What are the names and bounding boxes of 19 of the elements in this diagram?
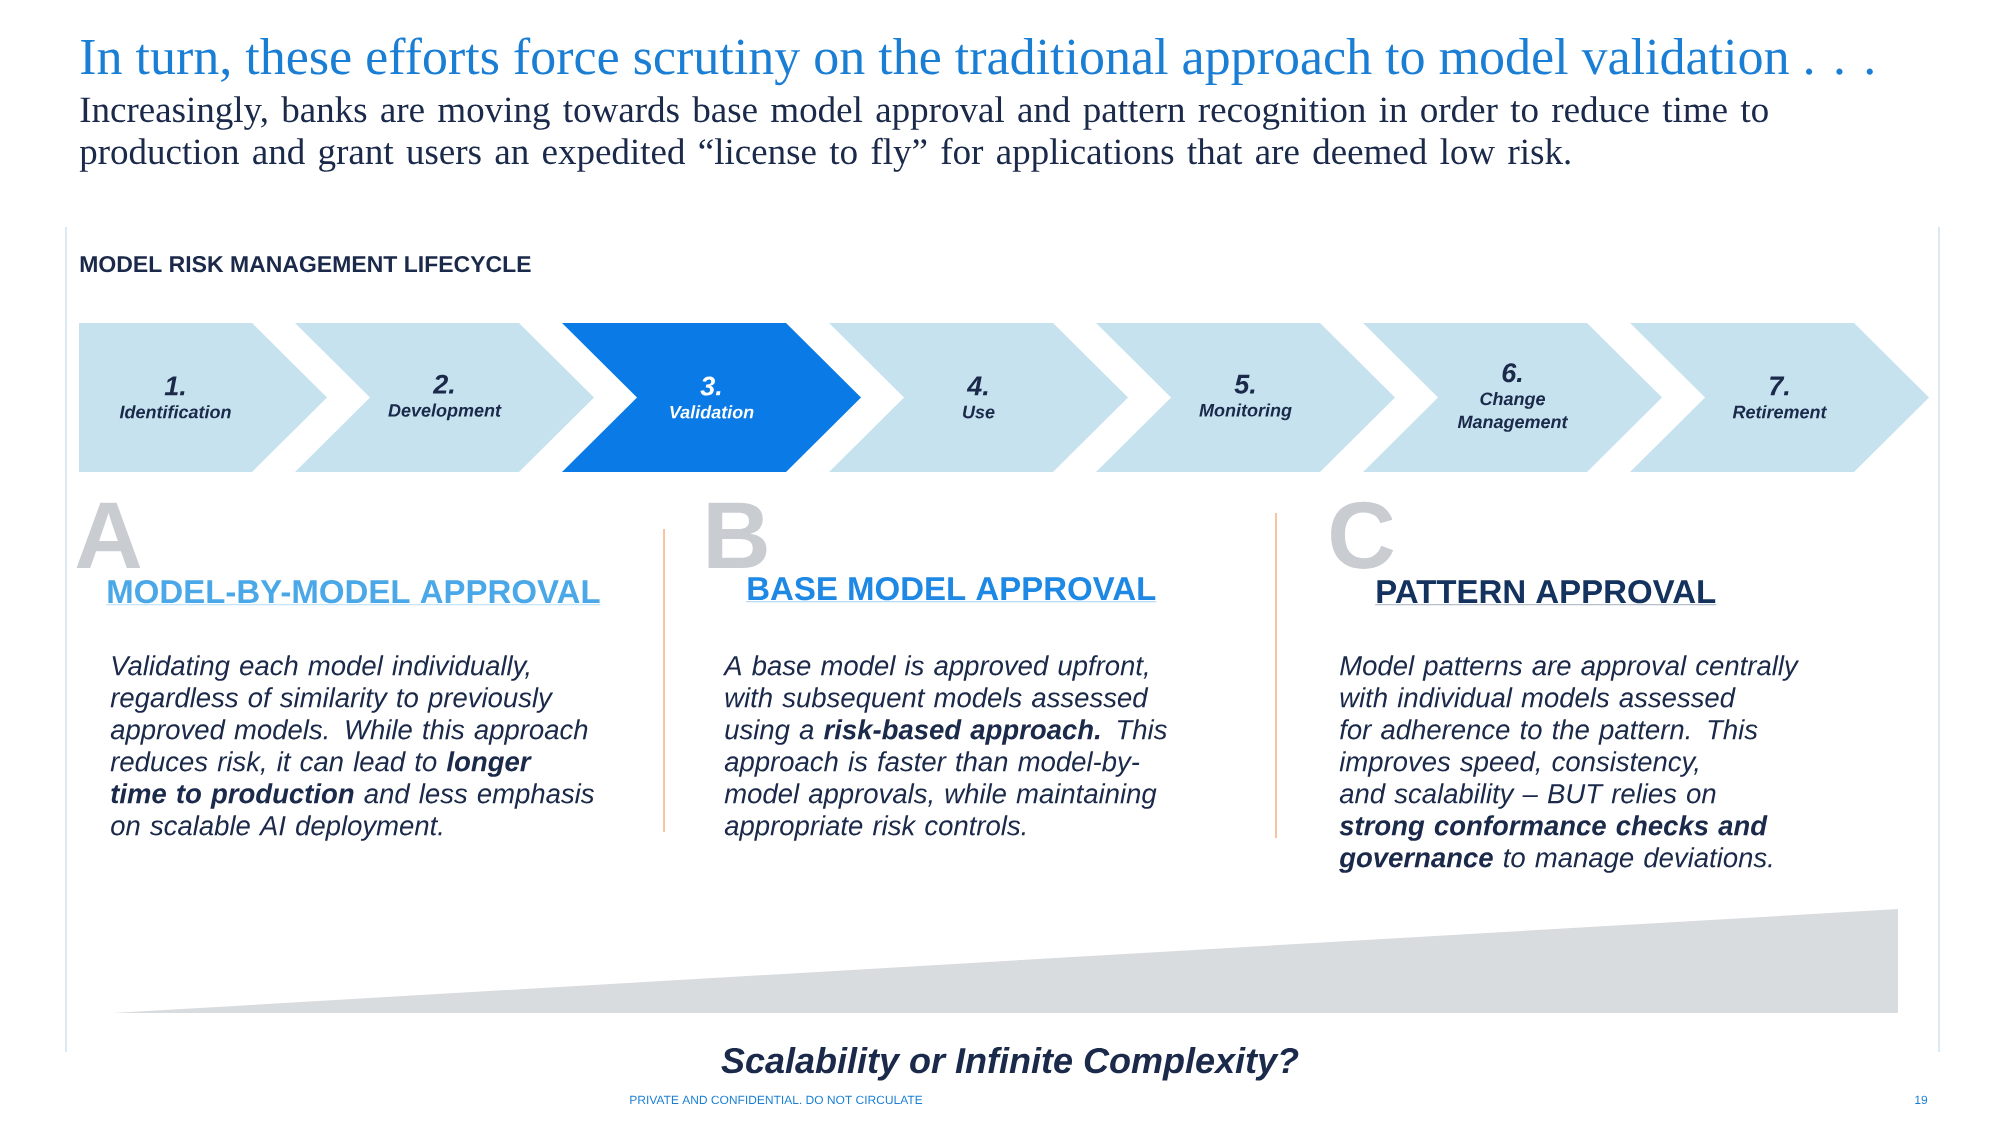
chevron-step: 4. Use (829, 323, 1128, 472)
column-text: Validating each model individually, regardless of similarity to previously approved models. While this approach reduces risk, it can lead to longer time to production and less emphasis on scalable AI deployment. (110, 655, 594, 841)
chevron-step: 3. Validation (562, 323, 861, 472)
footer-note: PRIVATE AND CONFIDENTIAL. DO NOT CIRCULATE (630, 1095, 923, 1105)
closing-question: Scalability or Infinite Complexity? (721, 1046, 1299, 1081)
column-heading: MODEL-BY-MODEL APPROVAL (106, 579, 601, 605)
column-heading: PATTERN APPROVAL (1375, 579, 1717, 605)
chevron-step: 6. Change Management (1363, 323, 1662, 472)
section-heading: MODEL RISK MANAGEMENT LIFECYCLE (80, 255, 531, 273)
subtitle: Increasingly, banks are moving towards base model approval and pattern recognition in order to reduce time to production and grant users an expedited “license to fly” for applications that are deemed low risk. (79, 96, 1768, 172)
chevron-step: 2. Development (295, 323, 594, 472)
chevron-step: 1. Identification (79, 323, 327, 472)
page-number: 19 (1915, 1095, 1928, 1105)
chevron-step: 5. Monitoring (1096, 323, 1395, 472)
column-text: A base model is approved upfront, with subsequent models assessed using a risk-based approach. This approach is faster than model-by-model approvals, while maintaining appropriate risk controls. (722, 655, 1167, 841)
column-heading: BASE MODEL APPROVAL (746, 576, 1157, 602)
chevron-step: 7. Retirement (1630, 323, 1929, 472)
title: In turn, these efforts force scrutiny on the traditional approach to model validation . . . (81, 37, 1873, 86)
column-text: Model patterns are approval centrally with individual models assessed for adherence to the pattern. This improves speed, consistency, and scalability – BUT relies on strong conformance checks and governance to manage deviations. (1339, 655, 1800, 873)
